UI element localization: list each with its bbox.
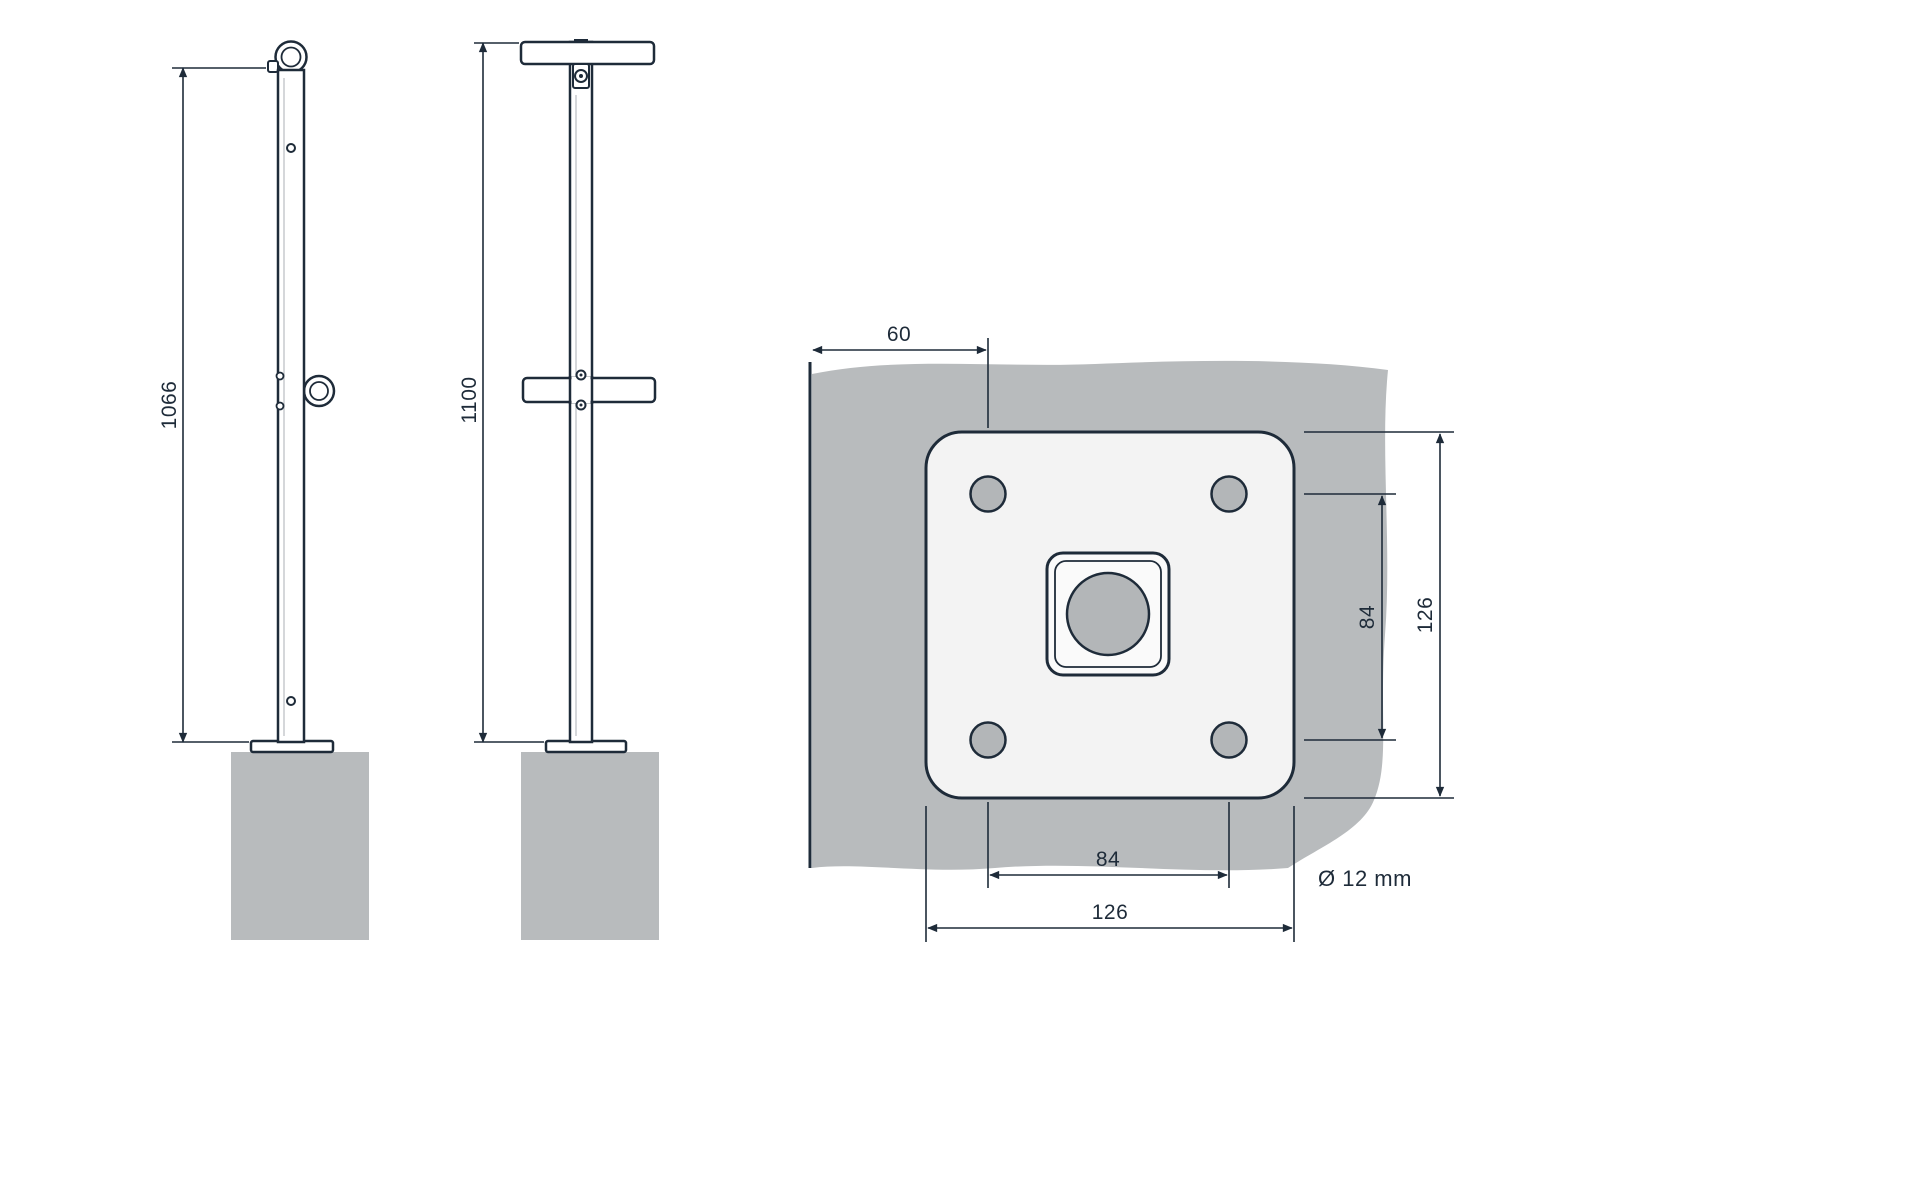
side-height-dimension-label: 1100 (458, 376, 481, 423)
dim-plate-width: 126 (925, 806, 1295, 942)
hole-diameter-note: Ø 12 mm (1318, 866, 1412, 891)
front-eyelet-bolt-upper (275, 371, 285, 381)
front-height-dimension-label: 1066 (158, 381, 181, 430)
dim-plate-height: 126 (1304, 431, 1454, 799)
front-height-dimension: 1066 (158, 67, 266, 743)
bolt-spacing-horizontal-label: 84 (1096, 848, 1120, 871)
side-mid-bolt-upper-center (579, 373, 583, 377)
side-mid-rail (521, 369, 657, 411)
side-top-rail (519, 40, 656, 66)
bolt-hole-top-right (1210, 475, 1248, 513)
dim-bolt-spacing-horizontal: 84 (987, 802, 1230, 888)
post-socket-inner (1054, 560, 1162, 668)
front-view: 1066 (158, 40, 369, 940)
bolt-spacing-vertical-label: 84 (1356, 605, 1379, 629)
dim-bolt-spacing-vertical: 84 (1304, 493, 1396, 741)
edge-offset-label: 60 (887, 323, 911, 346)
plate-height-label: 126 (1414, 597, 1437, 634)
side-concrete-block (521, 752, 659, 940)
dim-edge-offset: 60 (812, 323, 989, 428)
front-concrete-block (231, 752, 369, 940)
side-mid-bolt-lower-center (579, 403, 583, 407)
front-top-ring (267, 40, 308, 74)
side-top-bolt-center (579, 74, 583, 78)
top-view: 60 84 126 84 126 (808, 323, 1454, 942)
bolt-hole-bottom-right (1210, 721, 1248, 759)
post-cross-section-circle (1065, 571, 1151, 657)
front-eyelet-bolt-lower (275, 401, 285, 411)
front-post-hole-upper (286, 143, 296, 153)
side-view: 1100 (458, 39, 659, 940)
front-ring-bolt (267, 60, 279, 73)
bolt-hole-top-left (969, 475, 1007, 513)
plate-width-label: 126 (1092, 901, 1129, 924)
front-eyelet (302, 374, 336, 408)
side-height-dimension: 1100 (458, 42, 544, 743)
bolt-hole-bottom-left (969, 721, 1007, 759)
front-post-hole-lower (286, 696, 296, 706)
